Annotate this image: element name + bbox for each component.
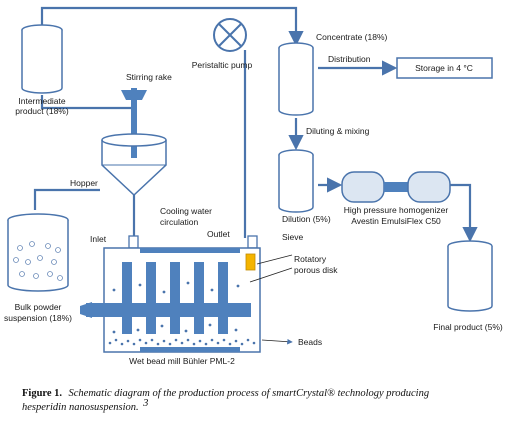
homogenizer-icon: [341, 171, 451, 203]
diluting-label: Diluting & mixing: [306, 126, 370, 136]
outlet-port: [247, 235, 258, 249]
intermediate-label-1: Intermediate: [18, 96, 66, 106]
caption-ref: 3: [142, 398, 148, 409]
intermediate-container: [21, 24, 63, 94]
cooling-water-label-2: circulation: [160, 217, 199, 227]
pump-label: Peristaltic pump: [192, 60, 253, 70]
mill-label: Wet bead mill Bühler PML-2: [129, 356, 235, 366]
inlet-port: [128, 235, 139, 249]
cooling-water-label-1: Cooling water: [160, 206, 212, 216]
caption-text-1: Schematic diagram of the production proc…: [69, 388, 430, 399]
beads-label: Beads: [298, 337, 322, 347]
concentrate-container: [278, 42, 314, 116]
rotatory-label-1: Rotatory: [294, 254, 327, 264]
final-product-container: [447, 240, 493, 312]
dilution-container: [278, 149, 314, 213]
sieve-icon: [245, 253, 256, 271]
sieve-pointer: [256, 254, 293, 265]
dilution-label: Dilution (5%): [282, 214, 331, 224]
inlet-label: Inlet: [90, 234, 107, 244]
concentrate-label: Concentrate (18%): [316, 32, 388, 42]
caption-line-2: hesperidin nanosuspension. 3: [22, 397, 148, 414]
outlet-label: Outlet: [207, 229, 230, 239]
hopper: [101, 133, 167, 197]
rotatory-label-2: porous disk: [294, 265, 338, 275]
beads-pointer: [261, 338, 293, 345]
homogenizer-label-2: Avestin EmulsiFlex C50: [351, 216, 441, 226]
peristaltic-pump-icon: [213, 18, 247, 52]
bead-mill: [80, 247, 261, 353]
caption-text-2: hesperidin nanosuspension.: [22, 402, 139, 413]
final-product-label: Final product (5%): [433, 322, 503, 332]
distribution-label: Distribution: [328, 54, 371, 64]
storage-label: Storage in 4 °C: [415, 63, 473, 73]
hopper-label: Hopper: [70, 178, 98, 188]
sieve-label: Sieve: [282, 232, 304, 242]
stirring-rake-label: Stirring rake: [126, 72, 172, 82]
bulk-powder-label-2: suspension (18%): [4, 313, 72, 323]
stirring-rake: [121, 88, 147, 158]
storage-box: [396, 57, 493, 79]
disk-pointer: [249, 267, 293, 283]
homogenizer-label-1: High pressure homogenizer: [344, 205, 449, 215]
caption-figure: Figure 1.: [22, 388, 62, 399]
caption-line-1: Figure 1. Schematic diagram of the produ…: [22, 383, 429, 400]
bulk-powder-label-1: Bulk powder: [15, 302, 62, 312]
bulk-powder-container: [7, 213, 69, 292]
intermediate-label-2: product (18%): [15, 106, 69, 116]
